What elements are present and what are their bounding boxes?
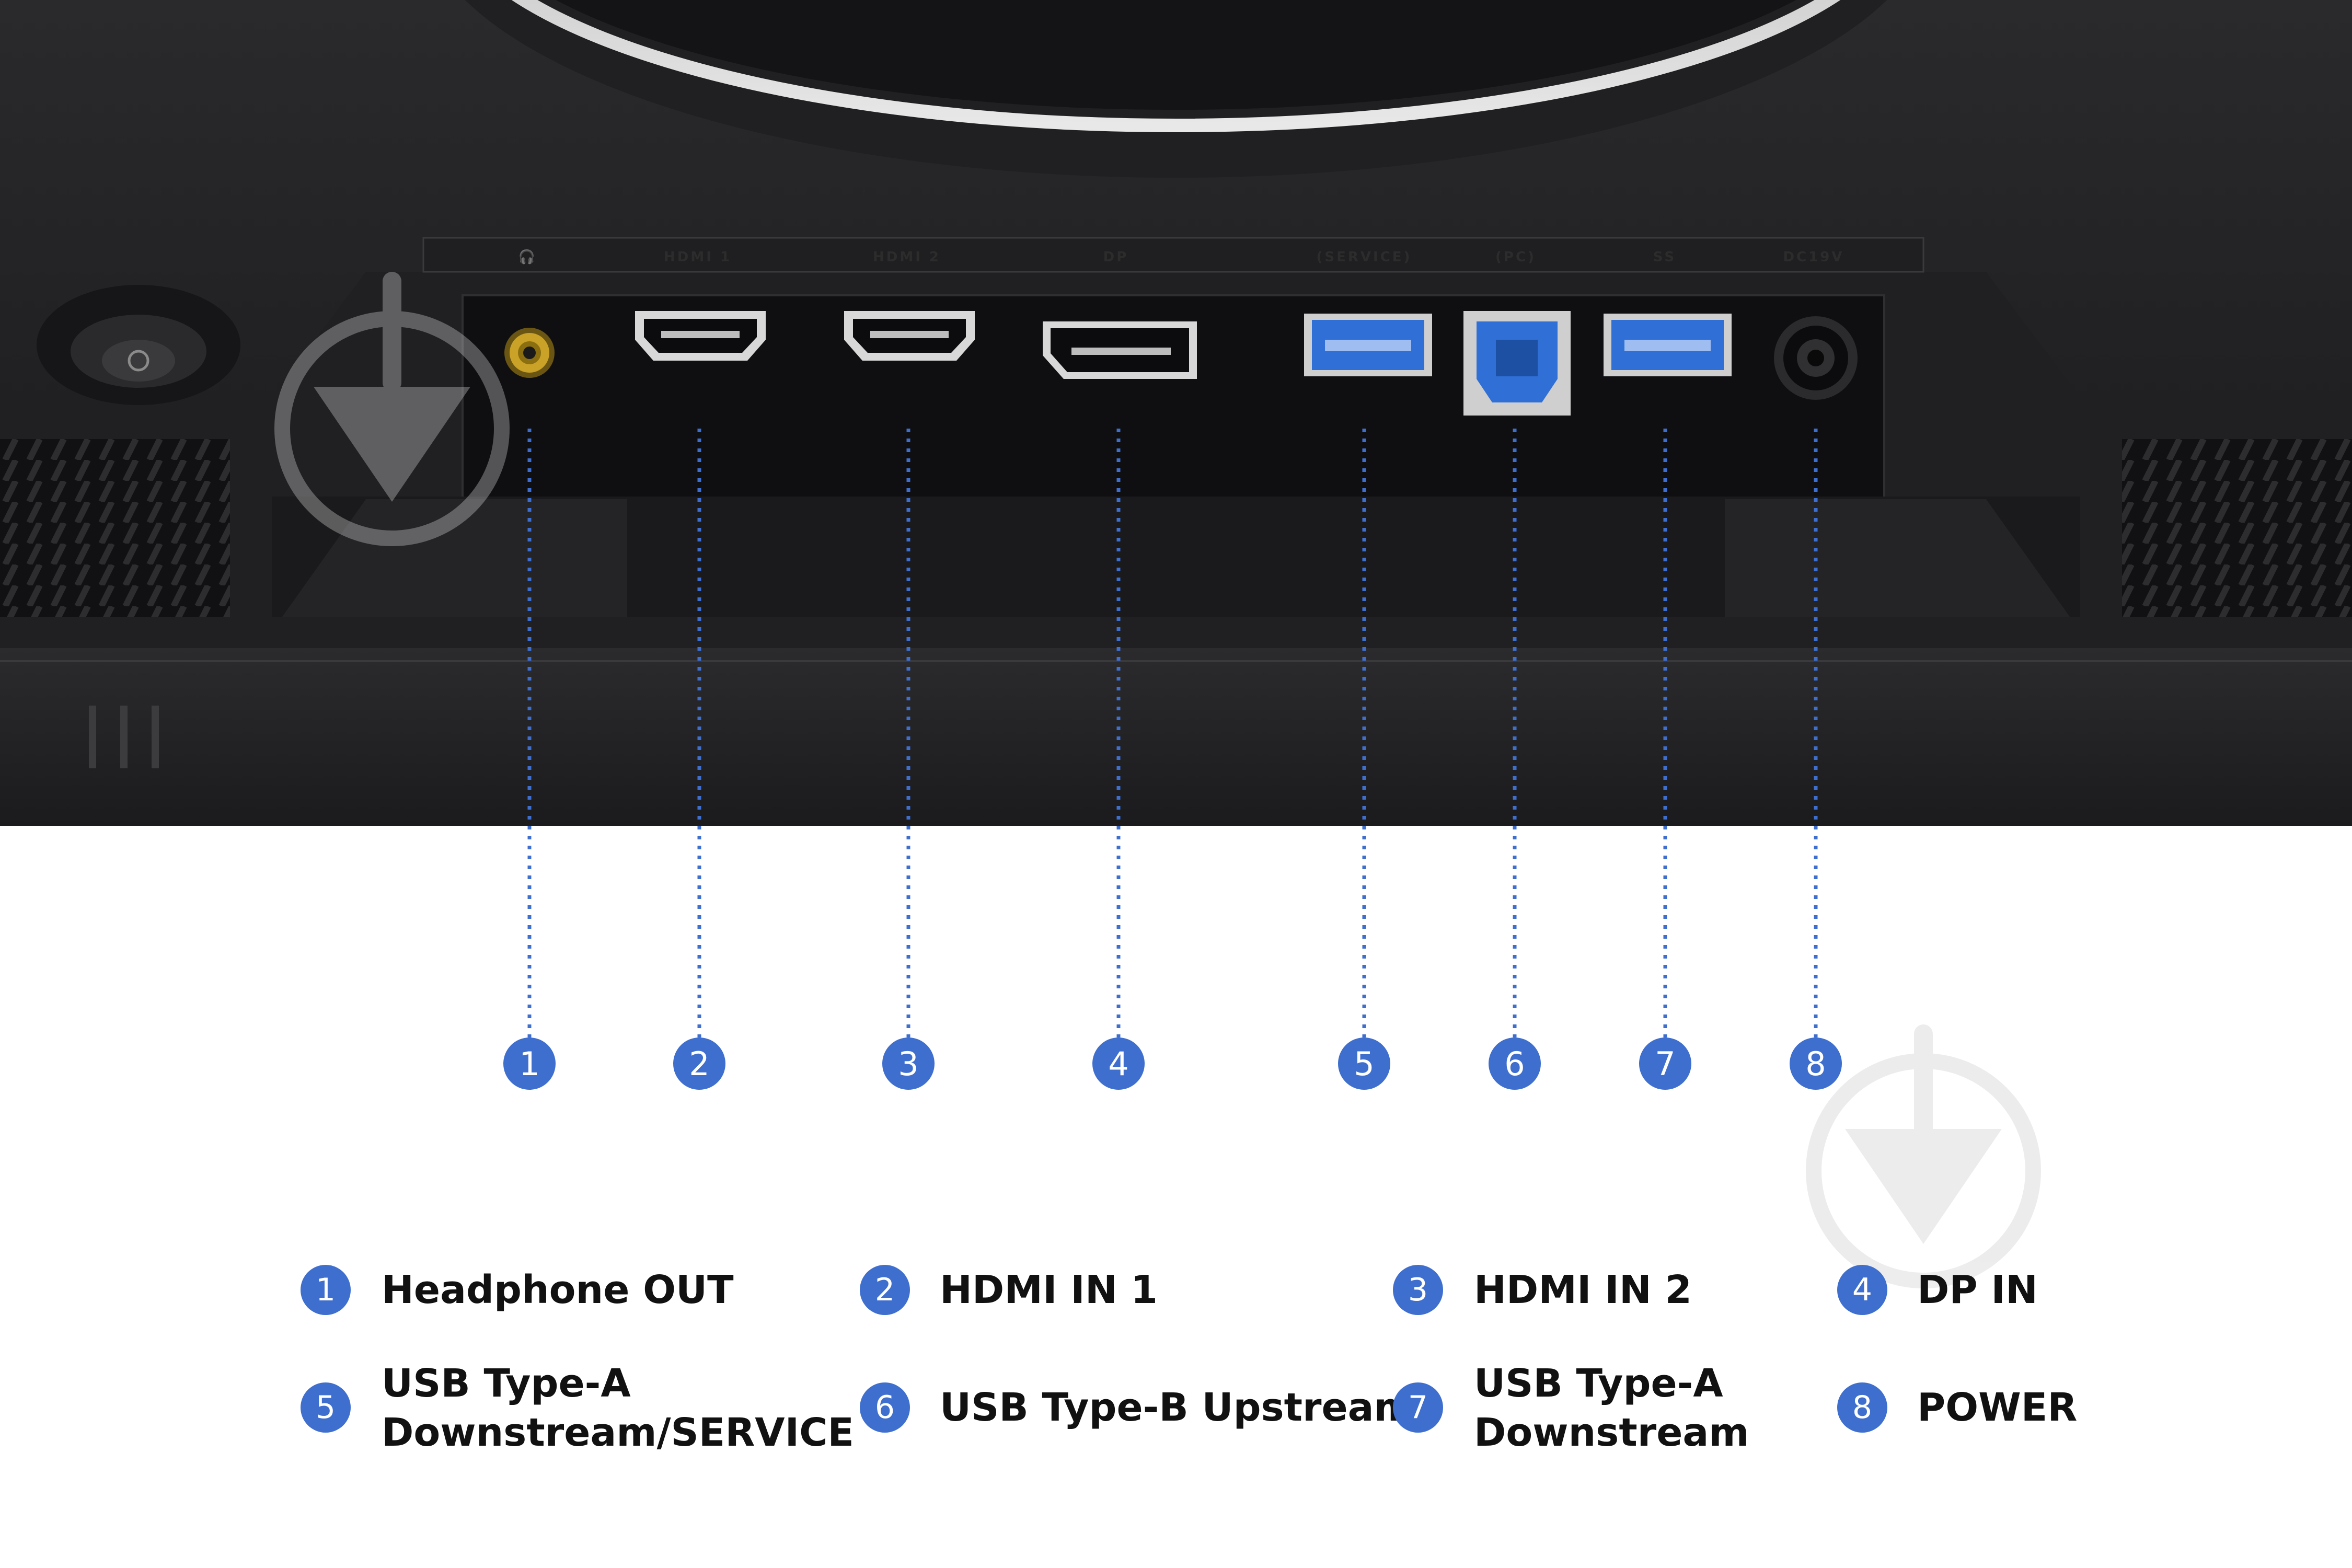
usb-a-service-port [1304,314,1432,376]
callout-circle-4 [1092,1037,1145,1090]
legend-number-3: 3 [1393,1265,1443,1315]
legend-label-usb-b-upstream: USB Type-B Upstream [940,1385,1414,1430]
panel-label-hdmi2: HDMI 2 [873,249,941,265]
hdmi2-port [844,311,975,361]
usb-b-port [1463,311,1571,416]
displayport-port [1043,321,1197,379]
legend-label-line: USB Type-A [382,1361,631,1406]
usb-a-downstream-port [1604,314,1732,376]
legend-label-line: Downstream/SERVICE [382,1410,854,1455]
callout-number-1: 1 [519,1045,539,1083]
legend-number-1: 1 [301,1265,351,1315]
vent-right [2122,439,2352,617]
monitor-bottom [0,648,2352,826]
legend-label-headphone-out: Headphone OUT [382,1267,734,1312]
power-button [37,285,240,405]
panel-label-usb-pc: (PC) [1495,249,1536,265]
legend-number-4: 4 [1837,1265,1887,1315]
callout-circle-1 [503,1037,556,1090]
panel-label-dc: DC19V [1783,249,1844,265]
callout-number-6: 6 [1504,1045,1525,1083]
panel-label-headphone: 🎧 [518,249,537,265]
legend-number-6: 6 [860,1382,910,1433]
callout-number-8: 8 [1805,1045,1826,1083]
legend-number-8: 8 [1837,1382,1887,1433]
grip-lines [89,706,159,768]
stand-mount [465,0,1887,178]
callout-circle-6 [1489,1037,1541,1090]
callout-number-4: 4 [1108,1045,1128,1083]
callouts: 1 2 3 4 5 6 7 8 [503,429,1842,1090]
legend-number-5: 5 [301,1382,351,1433]
legend-label-line: USB Type-A [1474,1361,1723,1406]
legend-label-line: Downstream [1474,1410,1749,1455]
callout-circle-2 [673,1037,725,1090]
callout-number-7: 7 [1655,1045,1675,1083]
legend-number-2: 2 [860,1265,910,1315]
panel-label-dp: DP [1103,249,1129,265]
hdmi1-port [635,311,766,361]
power-icon [128,350,149,372]
download-arrow-circle-icon [1806,1024,2041,1288]
legend-label-usb-a-service: USB Type-A Downstream/SERVICE [382,1359,854,1457]
panel-label-usb-service: (SERVICE) [1317,249,1412,265]
callout-number-5: 5 [1354,1045,1374,1083]
vent-left [0,439,230,617]
panel-label-hdmi1: HDMI 1 [664,249,732,265]
legend-label-dp-in: DP IN [1917,1267,2038,1312]
download-arrow-circle-icon [274,272,510,546]
callout-circle-8 [1790,1037,1842,1090]
legend-label-hdmi-in-1: HDMI IN 1 [940,1267,1158,1312]
callout-number-3: 3 [898,1045,918,1083]
legend-label-power: POWER [1917,1385,2078,1430]
legend-number-7: 7 [1393,1382,1443,1433]
legend-label-usb-a-downstream: USB Type-A Downstream [1474,1359,1749,1457]
headphone-jack [504,328,555,378]
port-label-strip [422,237,1924,273]
callout-circle-3 [882,1037,935,1090]
dc-power-jack [1774,316,1858,400]
panel-label-usb-ss: SS [1653,249,1676,265]
callout-number-2: 2 [689,1045,709,1083]
callout-circle-5 [1338,1037,1390,1090]
callout-circle-7 [1639,1037,1691,1090]
legend-label-hdmi-in-2: HDMI IN 2 [1474,1267,1692,1312]
